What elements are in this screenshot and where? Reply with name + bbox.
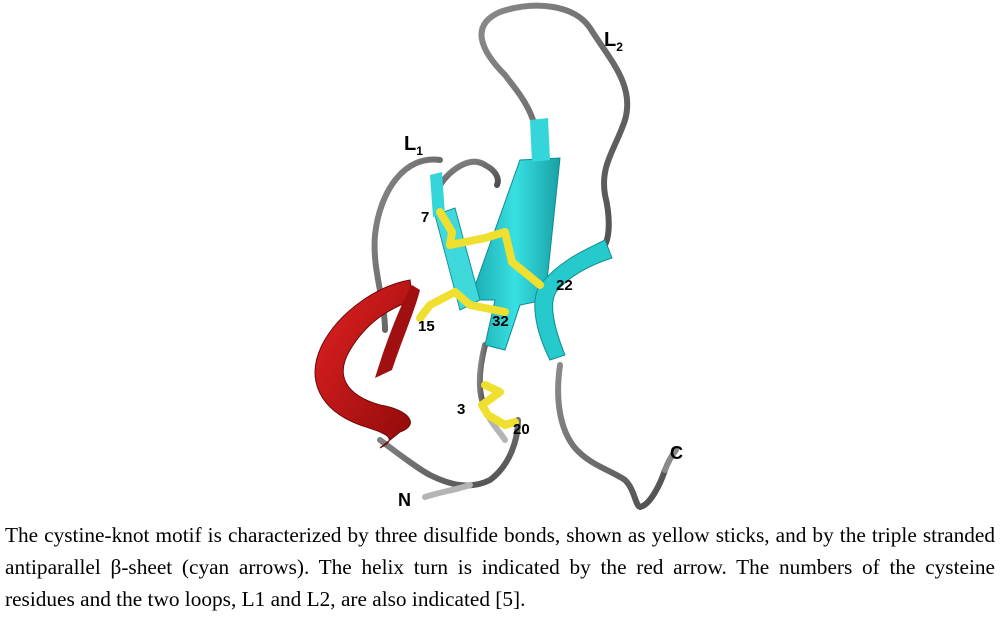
loop-label-l2: L2: [604, 29, 623, 54]
beta-strand-connector: [430, 172, 445, 217]
disulfide-7-22: [436, 208, 544, 289]
c-terminus-label: C: [670, 443, 683, 463]
beta-strand-top: [530, 118, 550, 162]
n-terminus-label: N: [398, 490, 411, 510]
residue-label-3: 3: [457, 401, 465, 418]
residue-label-32: 32: [492, 313, 509, 330]
residue-label-7: 7: [421, 209, 429, 226]
figure-caption: The cystine-knot motif is characterized …: [5, 523, 995, 611]
coil-backbone: [371, 2, 668, 510]
beta-strand-3: [534, 239, 613, 361]
alpha-helix: [314, 279, 420, 449]
beta-sheet: [430, 118, 613, 361]
c-terminus-segment: [662, 447, 679, 473]
residue-label-20: 20: [513, 421, 530, 438]
disulfide-bonds: [416, 208, 544, 429]
residue-label-22: 22: [556, 277, 573, 294]
beta-strand-2: [434, 207, 481, 311]
protein-structure-figure: L1 L2 7 22 15 32 3 20 N C: [314, 2, 683, 510]
disulfide-15-32: [416, 288, 509, 322]
n-terminus-segment: [422, 482, 473, 500]
disulfide-3-20: [478, 381, 519, 429]
residue-label-15: 15: [418, 318, 435, 335]
loop-label-l1: L1: [404, 133, 423, 158]
